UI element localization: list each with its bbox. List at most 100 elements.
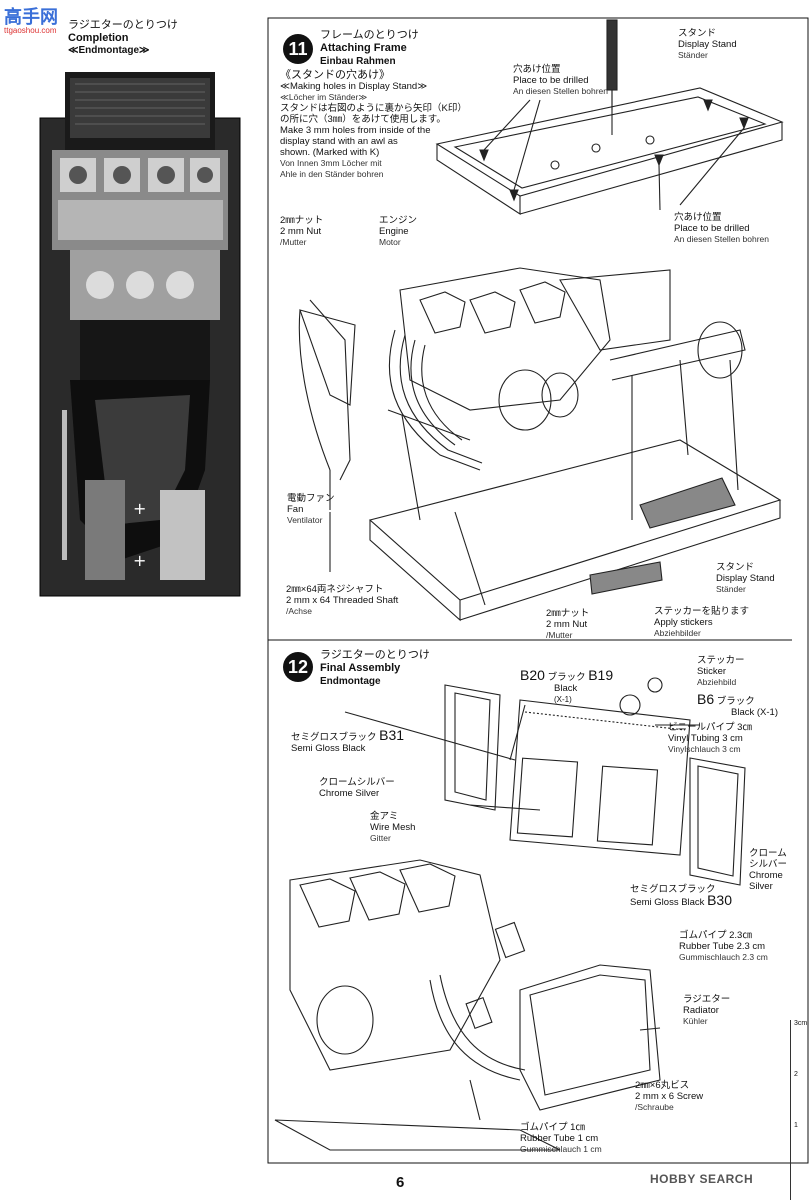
label-drill-top: 穴あけ位置 Place to be drilled An diesen Stel…: [513, 64, 608, 97]
stand-bottom-ja: スタンド: [716, 562, 755, 573]
instr-de1: Von Innen 3mm Löcher mit: [280, 158, 382, 168]
engine-radiator-drawing: [274, 859, 661, 1151]
step-12-ja: ラジエターのとりつけ: [320, 649, 430, 661]
label-b20-b19: B20 ブラック B19 Black (X-1): [520, 667, 614, 705]
b31-row: セミグロスブラック B31: [291, 728, 404, 743]
stand-top-ja: スタンド: [678, 28, 717, 39]
shaft-ja: 2㎜×64両ネジシャフト: [286, 584, 384, 595]
mesh-de: Gitter: [370, 833, 391, 843]
b30-ja: セミグロスブラック: [630, 884, 716, 895]
completion-photo: + +: [39, 72, 241, 597]
screw-en: 2 mm x 6 Screw: [635, 1091, 704, 1102]
b30-row: Semi Gloss Black B30: [630, 892, 732, 908]
label-vinyl: ビニールパイプ 3㎝ Vinyl Tubing 3 cm Vinylschlau…: [668, 722, 752, 755]
fan-en: Fan: [287, 504, 304, 515]
chrome-right-en1: Chrome: [749, 870, 783, 881]
chrome-right-ja1: クローム: [749, 848, 787, 859]
drill-bottom-en: Place to be drilled: [674, 223, 750, 234]
label-nut-bottom: 2㎜ナット 2 mm Nut /Mutter: [546, 608, 589, 641]
instr-ja1: スタンドは右図のように裏から矢印（K印）: [280, 103, 467, 114]
ruler-bot: 1: [794, 1122, 798, 1129]
nut-bottom-de-wrap: /Mutter: [546, 630, 573, 640]
b20-x: (X-1): [554, 695, 572, 704]
radiator-de: Kühler: [683, 1016, 708, 1026]
sticker-en: Sticker: [697, 666, 727, 677]
chrome-right-ja2: シルバー: [749, 859, 788, 870]
label-rubber1: ゴムパイプ 1㎝ Rubber Tube 1 cm Gummischlauch …: [520, 1122, 602, 1155]
stand-top-en: Display Stand: [678, 39, 737, 50]
drill-bottom-de: An diesen Stellen bohren: [674, 234, 769, 244]
stand-bottom-de: Ständer: [716, 584, 746, 594]
rubber23-de: Gummischlauch 2.3 cm: [679, 952, 768, 962]
subhead-ja: 《スタンドの穴あけ》: [280, 69, 390, 81]
completion-header: ラジエターのとりつけ Completion ≪Endmontage≫: [68, 16, 178, 57]
mesh-en: Wire Mesh: [370, 822, 416, 833]
stickers-de: Abziehbilder: [654, 628, 701, 638]
vinyl-en: Vinyl Tubing 3 cm: [668, 733, 743, 744]
b31-en: Semi Gloss Black: [291, 743, 366, 754]
b31-ja: セミグロスブラック: [291, 732, 377, 743]
b6-ja: ブラック: [716, 696, 755, 707]
chrome-left-en: Chrome Silver: [319, 788, 380, 799]
label-stand-top: スタンド Display Stand Ständer: [678, 28, 737, 61]
ruler-top: 3cm: [794, 1020, 808, 1027]
chrome-left-ja: クロームシルバー: [319, 777, 395, 788]
rubber1-ja: ゴムパイプ 1㎝: [520, 1122, 585, 1133]
b30-en: Semi Gloss Black: [630, 897, 705, 908]
stand-top-de: Ständer: [678, 50, 708, 60]
fan-ja: 電動ファン: [287, 493, 335, 504]
b30-code: B30: [707, 892, 732, 908]
engine-en: Engine: [379, 226, 409, 237]
screw-de-wrap: /Schraube: [635, 1102, 674, 1112]
fan-de: Ventilator: [287, 515, 323, 525]
sticker-ja: ステッカー: [697, 655, 745, 666]
label-chrome-left: クロームシルバー Chrome Silver: [319, 777, 395, 799]
b20-code: B20: [520, 667, 545, 683]
label-b30: セミグロスブラック Semi Gloss Black B30: [630, 884, 732, 908]
drill-top-en: Place to be drilled: [513, 75, 589, 86]
screw-ja: 2㎜×6丸ビス: [635, 1080, 690, 1091]
completion-ja: ラジエターのとりつけ: [68, 19, 178, 31]
page-number: 6: [396, 1174, 405, 1191]
label-rubber23: ゴムパイプ 2.3㎝ Rubber Tube 2.3 cm Gummischla…: [679, 930, 768, 963]
instr-ja2: の所に穴（3㎜）をあけて使用します。: [280, 114, 446, 125]
drill-top-ja: 穴あけ位置: [513, 64, 561, 75]
radiator-ja: ラジエター: [683, 994, 731, 1005]
shaft-en: 2 mm x 64 Threaded Shaft: [286, 595, 399, 606]
step-11-en: Attaching Frame: [320, 42, 407, 54]
watermark-top: 高手网: [4, 7, 58, 27]
instr-en3: shown. (Marked with K): [280, 147, 380, 158]
label-stickers: ステッカーを貼ります Apply stickers Abziehbilder: [654, 606, 749, 639]
rubber23-en: Rubber Tube 2.3 cm: [679, 941, 766, 952]
b20-en: Black: [554, 683, 578, 694]
step-11-de: Einbau Rahmen: [320, 56, 396, 67]
b20-row: B20 ブラック B19: [520, 667, 614, 683]
radiator-assembly-drawing: [344, 677, 746, 886]
hobby-search-logo: HOBBY SEARCH: [650, 1172, 754, 1186]
instr-en1: Make 3 mm holes from inside of the: [280, 125, 431, 136]
step-12-en: Final Assembly: [320, 662, 401, 674]
completion-de-text: Endmontage: [78, 45, 140, 56]
drill-bottom-ja: 穴あけ位置: [674, 212, 722, 223]
b19-code: B19: [588, 667, 614, 683]
step-11-instructions: 《スタンドの穴あけ》 ≪Making holes in Display Stan…: [280, 70, 467, 180]
label-nut-left: 2㎜ナット 2 mm Nut /Mutter: [280, 215, 323, 248]
stickers-en: Apply stickers: [654, 617, 713, 628]
completion-en: Completion: [68, 32, 129, 44]
nut-left-ja: 2㎜ナット: [280, 215, 324, 226]
watermark-sub: ttgaoshou.com: [4, 26, 57, 35]
shaft-de: Achse: [288, 606, 312, 616]
display-stand-top-drawing: [435, 19, 784, 216]
svg-text:+: +: [133, 499, 146, 518]
shaft-de-wrap: /Achse: [286, 606, 312, 616]
label-engine: エンジン Engine Motor: [379, 215, 417, 248]
label-sticker: ステッカー Sticker Abziehbild: [697, 655, 745, 688]
subhead-en: ≪Making holes in Display Stand≫: [280, 81, 428, 92]
nut-bottom-de: Mutter: [548, 630, 573, 640]
label-shaft: 2㎜×64両ネジシャフト 2 mm x 64 Threaded Shaft /A…: [286, 584, 398, 617]
vinyl-ja: ビニールパイプ 3㎝: [668, 722, 752, 733]
step-12-de: Endmontage: [320, 676, 381, 687]
label-stand-bottom: スタンド Display Stand Ständer: [716, 562, 775, 595]
stand-bottom-en: Display Stand: [716, 573, 775, 584]
